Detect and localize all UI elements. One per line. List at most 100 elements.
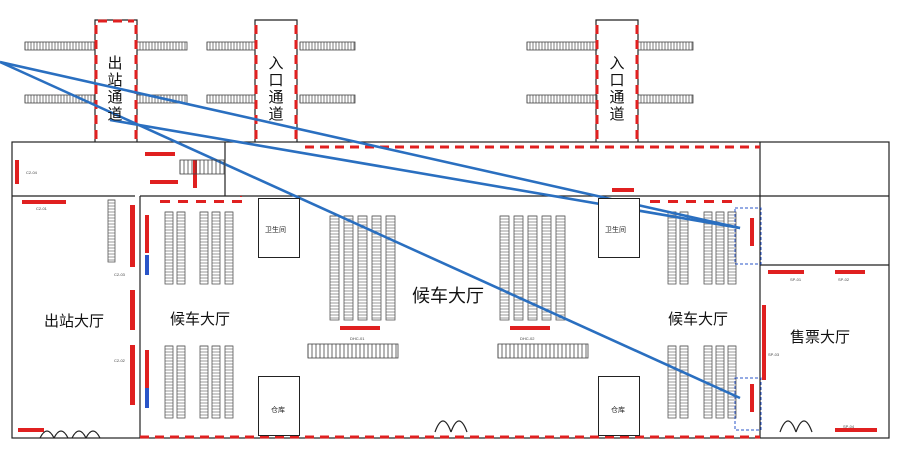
seat-row: [224, 345, 234, 419]
camera-marker: [510, 326, 550, 330]
camera-marker: [768, 270, 804, 274]
seat-row: [224, 211, 234, 285]
camera-marker: [214, 200, 224, 203]
code-c202: C2-02: [114, 358, 125, 363]
building-walls: [11, 19, 890, 439]
escalator-bar: [637, 94, 694, 104]
seat-row: [211, 211, 221, 285]
escalator-bar: [526, 94, 598, 104]
ticket-hall-label: 售票大厅: [790, 328, 851, 346]
entrance-passage-1-label: 入口通道: [268, 54, 284, 123]
camera-markers: [15, 152, 877, 432]
hall-stairs: [179, 159, 589, 359]
camera-marker: [750, 384, 754, 412]
seat-row: [199, 211, 209, 285]
stair-block: [497, 343, 589, 359]
code-c201: C2-01: [36, 206, 47, 211]
escalator-bar: [206, 94, 256, 104]
stair-block: [307, 343, 399, 359]
escalator-bar: [24, 41, 96, 51]
seat-row: [371, 215, 382, 321]
seat-row: [513, 215, 524, 321]
seat-row: [679, 211, 689, 285]
camera-marker: [160, 200, 170, 203]
escalator-bar: [136, 41, 188, 51]
camera-marker: [704, 200, 714, 203]
camera-marker: [18, 428, 44, 432]
escalators: [24, 41, 694, 104]
camera-marker: [240, 196, 242, 197]
storage-right: 仓库: [598, 376, 640, 436]
escalator-bar: [299, 94, 356, 104]
seat-row: [199, 345, 209, 419]
escalator-bar: [299, 41, 356, 51]
camera-marker: [150, 180, 178, 184]
seat-row: [329, 215, 340, 321]
waiting-hall-left-label: 候车大厅: [170, 310, 231, 328]
code-sp03: SP-03: [768, 352, 780, 357]
seat-row: [211, 345, 221, 419]
seating-blocks: [107, 199, 737, 419]
seat-row: [541, 215, 552, 321]
code-c203: C2-03: [114, 272, 125, 277]
camera-marker: [762, 305, 766, 380]
camera-marker: [145, 255, 149, 275]
camera-marker: [130, 345, 135, 405]
camera-marker: [722, 200, 732, 203]
code-sp01: SP-01: [790, 277, 802, 282]
stair-block: [179, 159, 226, 175]
exit-passage-label: 出站通道: [107, 54, 123, 123]
camera-marker: [340, 326, 380, 330]
highlight-boxes: [734, 207, 762, 431]
camera-marker: [196, 200, 206, 203]
camera-marker: [835, 428, 877, 432]
seat-row: [164, 211, 174, 285]
camera-marker: [145, 152, 175, 156]
camera-marker: [650, 200, 660, 203]
seat-row: [176, 211, 186, 285]
camera-marker: [686, 200, 696, 203]
seat-row: [667, 211, 677, 285]
seat-row: [679, 345, 689, 419]
escalator-bar: [206, 41, 256, 51]
storage-left: 仓库: [258, 376, 300, 436]
seat-row: [107, 199, 116, 263]
seat-row: [703, 211, 713, 285]
code-c204: C2-04: [26, 170, 37, 175]
doors: [39, 420, 813, 439]
camera-marker: [668, 200, 678, 203]
restroom-right: 卫生间: [598, 198, 640, 258]
exit-hall-label: 出站大厅: [44, 312, 105, 330]
seat-row: [727, 211, 737, 285]
code-sp04: SP-04: [843, 424, 855, 429]
code-hc02: DHC-02: [520, 336, 535, 341]
camera-marker: [22, 200, 66, 204]
escalator-bar: [637, 41, 694, 51]
code-hc01: DHC-01: [350, 336, 365, 341]
seat-row: [385, 215, 396, 321]
entrance-passage-2-label: 入口通道: [609, 54, 625, 123]
seat-row: [555, 215, 566, 321]
seat-row: [527, 215, 538, 321]
seat-row: [357, 215, 368, 321]
code-sp02: SP-02: [838, 277, 850, 282]
seat-row: [164, 345, 174, 419]
seat-row: [715, 345, 725, 419]
camera-marker: [232, 200, 242, 203]
camera-marker: [130, 205, 135, 267]
camera-marker: [145, 350, 149, 388]
camera-marker: [130, 290, 135, 330]
camera-marker: [835, 270, 865, 274]
camera-marker: [178, 200, 188, 203]
seat-row: [176, 345, 186, 419]
camera-marker: [145, 215, 149, 253]
camera-marker: [750, 218, 754, 246]
waiting-hall-right-label: 候车大厅: [668, 310, 729, 328]
camera-marker: [612, 188, 634, 192]
escalator-bar: [526, 41, 598, 51]
camera-marker: [145, 388, 149, 408]
seat-row: [343, 215, 354, 321]
waiting-hall-main-label: 候车大厅: [412, 286, 484, 307]
seat-row: [499, 215, 510, 321]
